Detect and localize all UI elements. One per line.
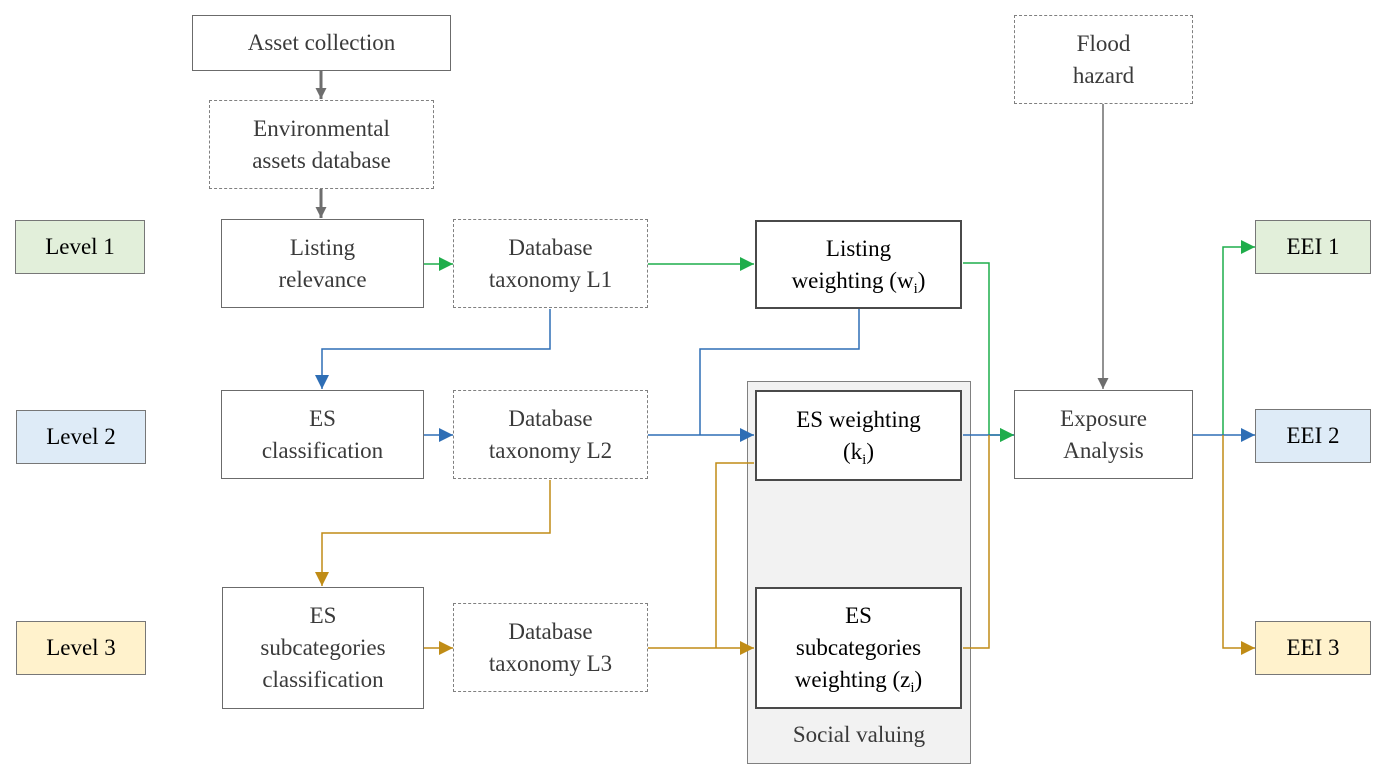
eei-2-box: EEI 2 [1255,409,1371,463]
level-2-label: Level 2 [16,410,146,464]
database-taxonomy-l1-box: Database taxonomy L1 [453,219,648,308]
arrow-w-to-k [699,309,860,435]
listing-weighting-box: Listing weighting (wi) [755,220,962,309]
level-1-label: Level 1 [15,220,145,274]
social-valuing-label: Social valuing [792,722,926,747]
arrow-w-to-exposure [963,262,1014,442]
flood-hazard-box: Flood hazard [1014,15,1193,104]
asset-collection-box: Asset collection [192,15,451,71]
exposure-analysis-box: Exposure Analysis [1014,390,1193,479]
database-taxonomy-l2-box: Database taxonomy L2 [453,390,648,479]
level-3-label: Level 3 [16,621,146,675]
eei-1-box: EEI 1 [1255,220,1371,274]
environmental-assets-database-box: Environmental assets database [209,100,434,189]
arrow-exposure-to-eei3 [1222,435,1255,655]
database-taxonomy-l3-box: Database taxonomy L3 [453,603,648,692]
es-subcategories-classification-box: ES subcategories classification [222,587,424,709]
es-subcategories-weighting-box: ES subcategories weighting (zi) [755,587,962,709]
arrow-k-to-z [715,462,754,648]
listing-relevance-box: Listing relevance [221,219,424,308]
eei-3-box: EEI 3 [1255,621,1371,675]
es-classification-box: ES classification [221,390,424,479]
arrow-exposure-to-eei1 [1222,240,1255,435]
arrow-taxonomy-l2-to-subcategories [315,480,551,586]
arrow-z-to-exposure [963,435,990,649]
es-weighting-box: ES weighting (ki) [755,390,962,481]
arrow-taxonomy-l1-to-es-classification [315,309,551,389]
